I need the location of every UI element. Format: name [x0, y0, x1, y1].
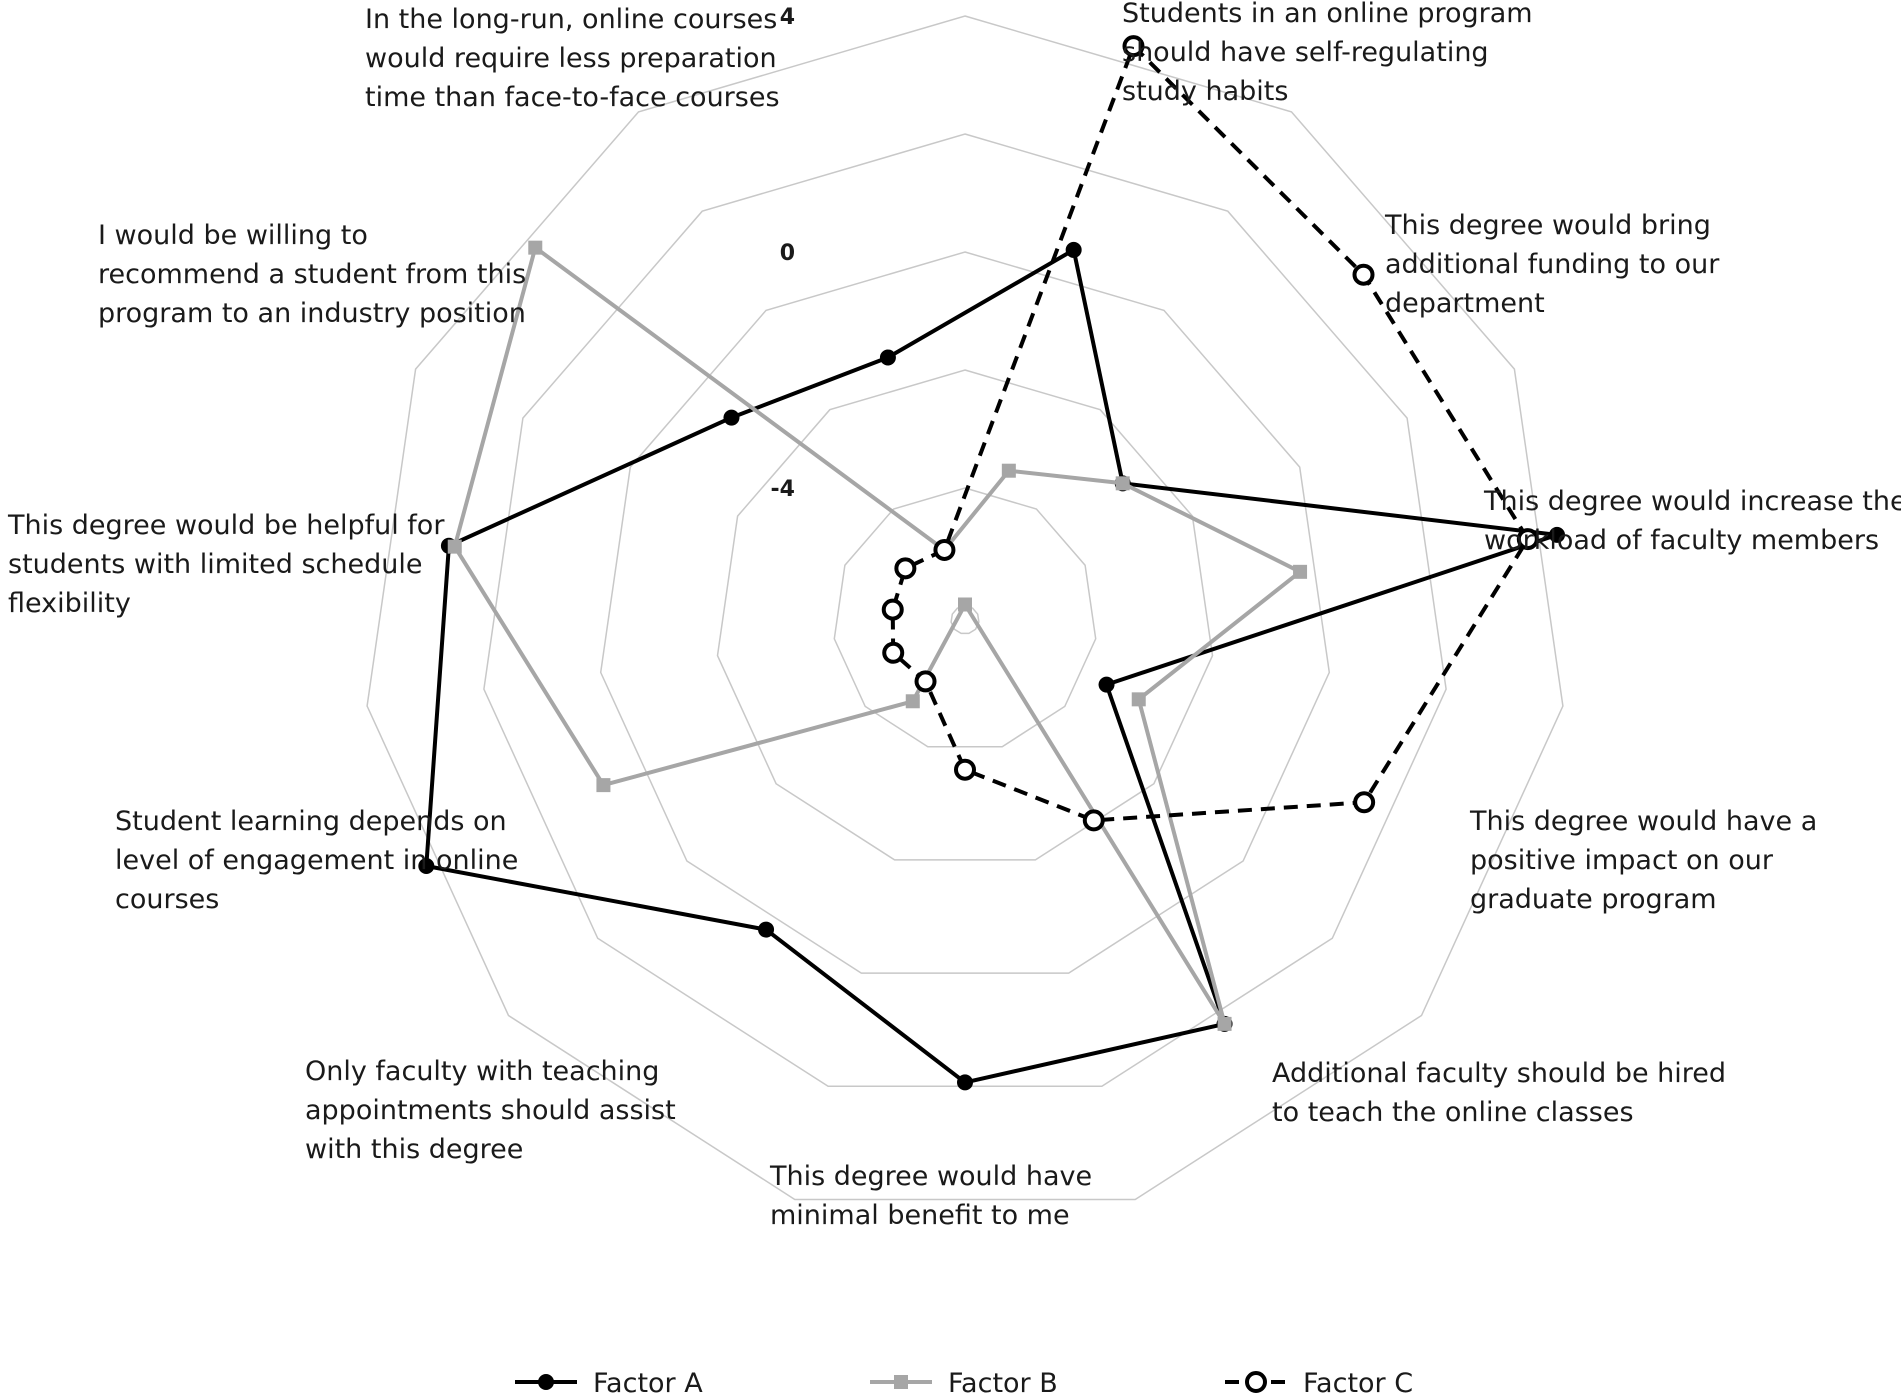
- data-point: [418, 858, 435, 875]
- data-point: [905, 694, 920, 709]
- data-point: [958, 597, 972, 612]
- data-point: [882, 641, 905, 664]
- data-series: [418, 35, 1566, 1091]
- data-point: [1352, 263, 1375, 286]
- data-point: [957, 1074, 973, 1091]
- data-point: [1098, 676, 1115, 693]
- data-point: [1115, 476, 1130, 491]
- data-point: [528, 240, 543, 255]
- legend-marker: [538, 1374, 554, 1390]
- data-point: [914, 670, 937, 693]
- data-point: [1082, 809, 1105, 832]
- data-point: [596, 778, 611, 793]
- legend-item: Factor C: [1225, 1368, 1413, 1399]
- data-point: [954, 758, 976, 781]
- grid-ring: [716, 369, 1214, 861]
- data-point: [1293, 564, 1308, 579]
- axis-tick-labels: -4 0 4: [771, 5, 795, 502]
- data-point: [1217, 1016, 1232, 1031]
- data-point: [723, 409, 740, 426]
- data-point: [933, 538, 956, 561]
- legend-item: Factor A: [515, 1368, 703, 1399]
- tick-label: -4: [771, 477, 795, 502]
- series-factor-b: [447, 240, 1308, 1031]
- series-line: [452, 245, 1303, 1026]
- data-point: [758, 921, 775, 938]
- grid-ring: [833, 487, 1097, 748]
- data-point: [1549, 526, 1566, 543]
- legend-label: Factor B: [948, 1368, 1058, 1399]
- legend-item: Factor B: [870, 1368, 1058, 1399]
- grid-ring: [950, 605, 980, 635]
- series-line: [890, 44, 1530, 823]
- data-point: [894, 557, 917, 580]
- series-factor-a: [418, 241, 1566, 1091]
- data-point: [1001, 463, 1016, 478]
- series-line: [424, 247, 1559, 1085]
- legend-marker: [894, 1375, 908, 1389]
- tick-label: 4: [780, 5, 795, 30]
- data-point: [1122, 35, 1145, 58]
- data-point: [447, 539, 462, 554]
- grid-ring: [366, 15, 1564, 1201]
- data-point: [1353, 791, 1376, 814]
- data-point: [1131, 692, 1146, 707]
- data-point: [879, 349, 896, 366]
- tick-label: 0: [780, 241, 795, 266]
- legend-label: Factor C: [1303, 1368, 1413, 1399]
- legend-label: Factor A: [593, 1368, 703, 1399]
- data-point: [1065, 241, 1082, 258]
- data-point: [1516, 528, 1539, 551]
- data-point: [881, 598, 904, 621]
- series-factor-c: [881, 35, 1539, 832]
- legend-marker: [1245, 1371, 1267, 1393]
- grid-ring: [599, 251, 1331, 974]
- legend: Factor A Factor B Factor C: [515, 1368, 1413, 1399]
